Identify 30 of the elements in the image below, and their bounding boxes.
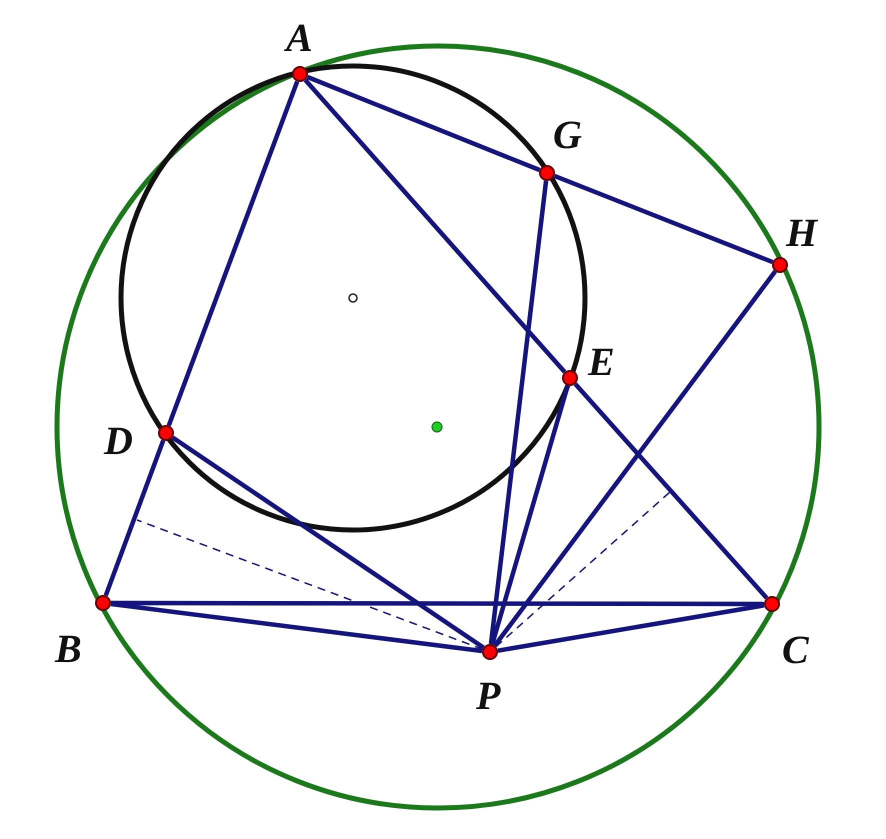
line-segment xyxy=(171,436,485,650)
dashed-line xyxy=(495,491,670,648)
point-dot xyxy=(772,257,788,273)
point-dot xyxy=(482,644,498,660)
point-label: P xyxy=(476,676,500,716)
point-label: A xyxy=(286,18,313,58)
line-segment xyxy=(554,174,774,264)
line-segment xyxy=(490,385,570,645)
line-segment xyxy=(306,74,540,172)
point-label: C xyxy=(782,630,809,670)
line-segment xyxy=(493,270,777,647)
point-dot xyxy=(95,595,111,611)
dashed-line xyxy=(136,519,483,650)
line-segment xyxy=(488,180,548,644)
point-label: B xyxy=(55,629,82,669)
point-label: H xyxy=(786,213,818,253)
point-label: E xyxy=(588,342,615,382)
line-segment xyxy=(498,603,764,653)
point-label: G xyxy=(553,115,582,155)
line-segment xyxy=(304,78,566,374)
point-label: D xyxy=(104,421,133,461)
point-dot xyxy=(562,370,578,386)
point-dot xyxy=(764,596,780,612)
line-segment xyxy=(104,440,166,596)
line-segment xyxy=(166,80,300,426)
line-segment xyxy=(574,382,768,600)
point-dot xyxy=(539,165,555,181)
point-dot xyxy=(158,425,174,441)
point-dot xyxy=(292,66,308,82)
line-segment xyxy=(111,600,764,606)
